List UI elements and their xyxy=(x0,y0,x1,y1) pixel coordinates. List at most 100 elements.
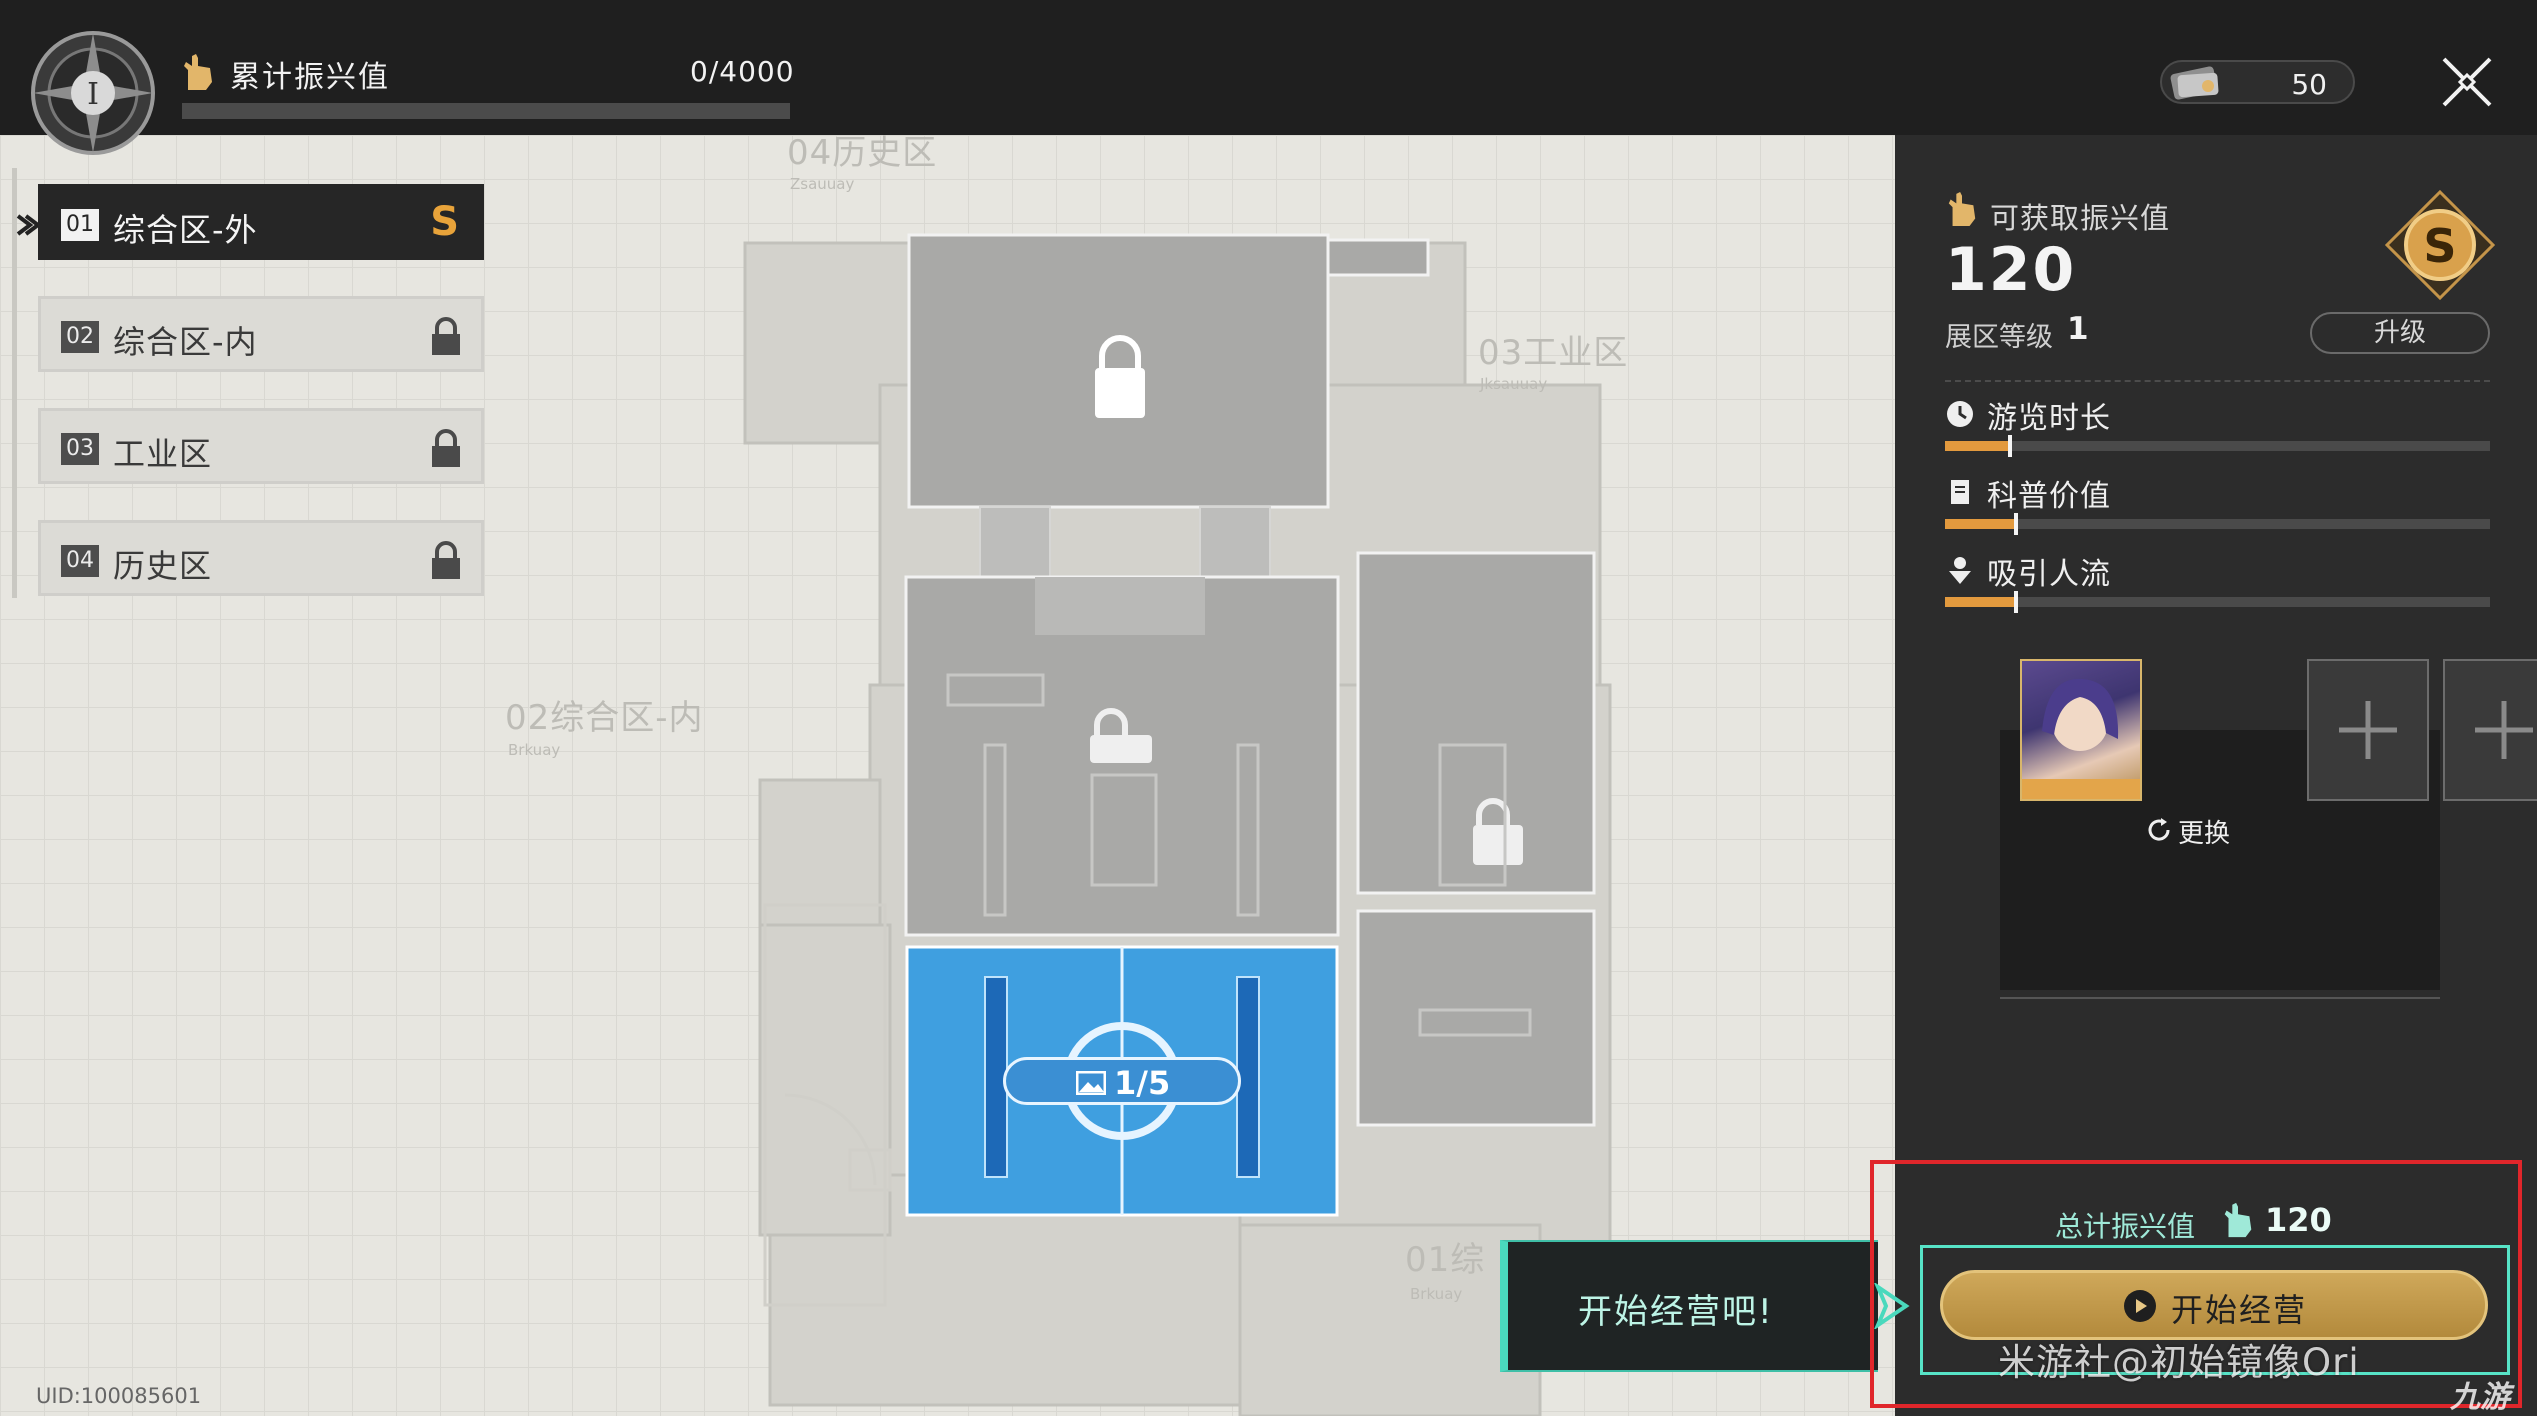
pointer-arrow-icon xyxy=(1874,1283,1910,1329)
stat-bar-fill xyxy=(1945,441,2011,451)
hand-tap-icon xyxy=(2224,1202,2252,1238)
map-label-outer: 01综 xyxy=(1405,1240,1486,1280)
highlight-frame xyxy=(1870,1160,2522,1408)
obtainable-value: 120 xyxy=(1945,235,2077,305)
compass-emblem-icon: I xyxy=(31,31,155,155)
watermark-text: 米游社@初始镜像Orig xyxy=(1998,1341,2358,1384)
close-icon[interactable] xyxy=(2440,55,2494,109)
sketch-door-arc xyxy=(784,1093,877,1186)
area-list-rail xyxy=(12,168,17,598)
hand-tap-icon xyxy=(1948,192,1976,226)
stat-bar-fill xyxy=(1945,519,2016,529)
map-label-inner: 02综合区-内 xyxy=(505,698,704,738)
staff-slot-empty-2[interactable] xyxy=(2443,659,2537,801)
building-outline-bottom-right xyxy=(1238,1223,1542,1416)
area-number: 03 xyxy=(61,433,99,465)
map-sublabel-industry: Jksauuay xyxy=(1480,375,1548,393)
map-sublabel-outer: Brkuay xyxy=(1410,1285,1463,1303)
top-bar: I 累计振兴值 0/4000 50 xyxy=(0,0,2537,155)
clock-icon xyxy=(1947,401,1973,427)
obtainable-label: 可获取振兴值 xyxy=(1990,201,2171,235)
area-number: 04 xyxy=(61,545,99,577)
start-button-frame xyxy=(1920,1245,2510,1375)
stat-bar xyxy=(1945,435,2490,457)
area-item-03[interactable]: 03 工业区 xyxy=(38,408,484,484)
stat-label: 游览时长 xyxy=(1987,401,2111,436)
stat-bar-marker xyxy=(2013,513,2018,535)
upgrade-button[interactable]: 升级 xyxy=(2310,312,2490,354)
room-right-locked xyxy=(1356,551,1596,1127)
start-operation-button[interactable]: 开始经营 xyxy=(1940,1270,2488,1340)
room-counter-pill[interactable]: 1/5 xyxy=(1003,1057,1241,1105)
map-label-industry: 03工业区 xyxy=(1478,333,1629,373)
sketch-left-room xyxy=(763,903,887,1307)
character-portrait-icon xyxy=(2022,678,2140,799)
total-value: 120 xyxy=(2265,1201,2332,1239)
cumulative-progress-bar xyxy=(182,103,790,119)
stat-science-value: 科普价值 xyxy=(1945,471,2490,541)
lock-icon-2 xyxy=(1090,735,1152,763)
refresh-icon xyxy=(2148,818,2170,841)
cumulative-progress-text: 0/4000 xyxy=(690,55,795,88)
hint-text: 开始经营吧! xyxy=(1578,1292,1774,1332)
rank-badge-icon: S xyxy=(2385,190,2495,300)
currency-display[interactable]: 50 xyxy=(2160,60,2355,104)
stat-bar xyxy=(1945,591,2490,613)
staff-slot-avatar[interactable] xyxy=(2020,659,2142,801)
area-item-01[interactable]: 01 综合区-外 S xyxy=(38,184,484,260)
sketch-pillar xyxy=(848,1148,892,1192)
area-name: 综合区-外 xyxy=(113,211,258,249)
stat-label: 科普价值 xyxy=(1987,479,2111,514)
area-item-04[interactable]: 04 历史区 xyxy=(38,520,484,596)
lock-icon-3 xyxy=(1473,825,1523,865)
stat-label: 吸引人流 xyxy=(1987,557,2111,592)
building-outline-left-wing xyxy=(758,778,882,942)
site-logo: 九游 xyxy=(2450,1380,2510,1415)
building-outline-left-wing-2 xyxy=(758,923,892,1237)
lock-icon xyxy=(432,541,460,579)
room-top-locked xyxy=(907,233,1430,509)
level-value: 1 xyxy=(2067,311,2089,347)
currency-value: 50 xyxy=(2291,68,2327,101)
area-name: 综合区-内 xyxy=(113,323,258,361)
hand-tap-icon xyxy=(184,54,212,90)
play-icon xyxy=(2124,1290,2156,1322)
stat-bar-fill xyxy=(1945,597,2016,607)
map-sublabel-inner: Brkuay xyxy=(508,741,561,759)
lock-icon xyxy=(1095,368,1145,418)
people-icon xyxy=(1949,557,1971,584)
stat-bar-marker xyxy=(2013,591,2018,613)
area-item-02[interactable]: 02 综合区-内 xyxy=(38,296,484,372)
stairs-right xyxy=(1199,506,1271,578)
start-operation-label: 开始经营 xyxy=(2171,1291,2308,1329)
stat-visit-duration: 游览时长 xyxy=(1945,393,2490,463)
panel-divider xyxy=(1945,380,2490,382)
lock-icon xyxy=(432,429,460,467)
image-icon xyxy=(1076,1071,1106,1095)
swap-button[interactable]: 更换 xyxy=(2178,819,2231,849)
stat-attract-crowd: 吸引人流 xyxy=(1945,549,2490,619)
info-panel: 可获取振兴值 120 展区等级 1 S 升级 游览时长 科普价值 吸引人流 xyxy=(1895,135,2537,1416)
total-value-label: 总计振兴值 xyxy=(2055,1210,2196,1243)
level-label: 展区等级 xyxy=(1945,322,2053,353)
lock-icon xyxy=(432,317,460,355)
stat-bar xyxy=(1945,513,2490,535)
area-number: 02 xyxy=(61,321,99,353)
ticket-currency-icon xyxy=(2170,66,2219,100)
plus-icon xyxy=(2339,701,2397,759)
area-name: 历史区 xyxy=(113,547,213,585)
staff-slot-empty-1[interactable] xyxy=(2307,659,2429,801)
room-counter-text: 1/5 xyxy=(1114,1064,1171,1102)
room-middle-locked xyxy=(904,575,1340,937)
hint-banner: 开始经营吧! xyxy=(1500,1240,1878,1372)
area-name: 工业区 xyxy=(113,435,213,473)
area-rank: S xyxy=(430,199,459,245)
map-sublabel-history: Zsauuay xyxy=(790,175,855,193)
stat-bar-marker xyxy=(2008,435,2013,457)
area-number: 01 xyxy=(61,209,99,241)
cumulative-title: 累计振兴值 xyxy=(230,60,390,95)
book-icon xyxy=(1951,480,1969,504)
plus-icon xyxy=(2475,701,2533,759)
rank-badge-letter: S xyxy=(2423,219,2456,273)
player-uid: UID:100085601 xyxy=(36,1384,202,1408)
